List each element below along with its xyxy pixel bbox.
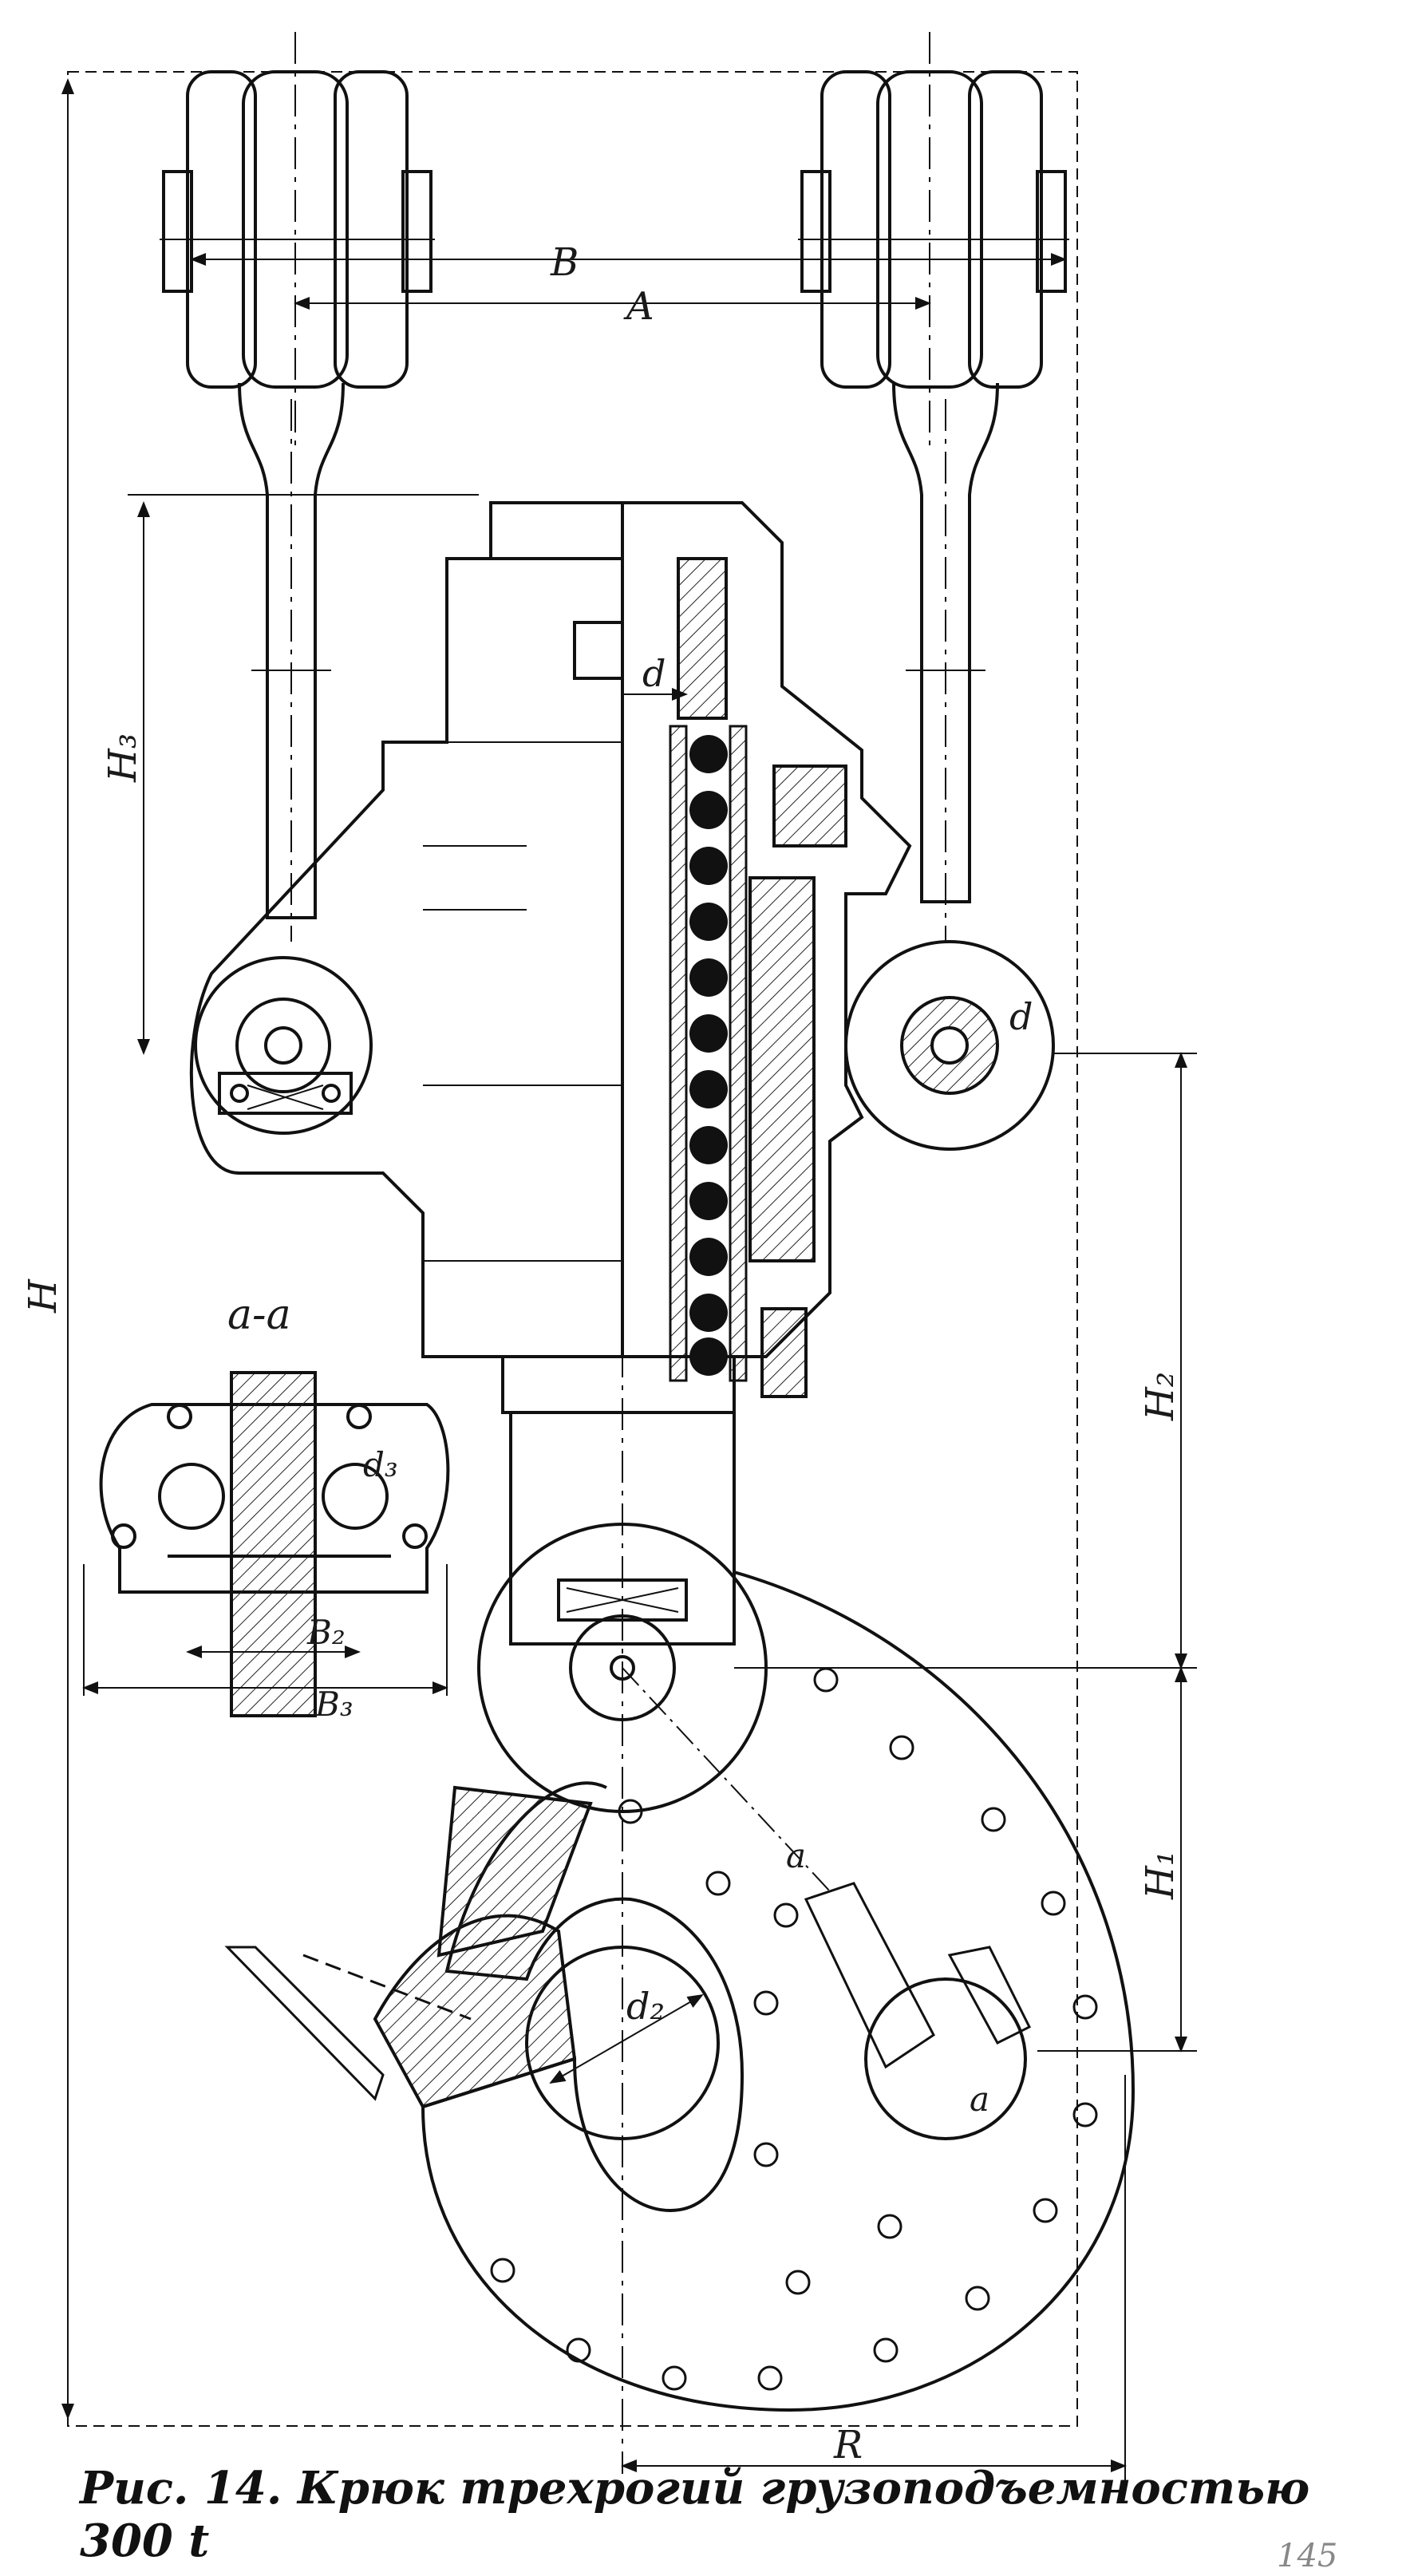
outer-frame xyxy=(67,71,1078,2427)
label-a-lower: a xyxy=(970,2080,989,2119)
right-suspension-rod xyxy=(892,382,999,942)
left-suspension-rod xyxy=(238,382,345,942)
label-H3: H₃ xyxy=(101,733,145,783)
label-B: B xyxy=(550,240,579,285)
label-B3: B₃ xyxy=(314,1685,354,1724)
label-H2: H₂ xyxy=(1138,1372,1183,1421)
hook-body-housing xyxy=(189,501,624,1358)
hook-plate xyxy=(373,1570,1136,2412)
label-a-upper: a xyxy=(786,1836,806,1875)
right-pin-lug xyxy=(844,940,1055,1151)
hook-body-section xyxy=(622,501,912,1398)
hook-plate-bolt-holes xyxy=(490,1667,1098,2391)
label-R: R xyxy=(833,2423,863,2467)
bearing-race xyxy=(669,725,748,1382)
label-B2: B₂ xyxy=(306,1613,346,1652)
label-H1: H₁ xyxy=(1138,1851,1183,1900)
dimension-lines xyxy=(61,78,1197,2482)
thrust-bearing-balls xyxy=(689,735,728,1376)
left-sheave-assembly xyxy=(160,32,435,447)
label-H: H xyxy=(21,1278,65,1314)
label-d3: d₃ xyxy=(363,1445,398,1484)
label-d-right: d xyxy=(1009,995,1033,1038)
label-d-top: d xyxy=(642,652,666,695)
page-mark: 145 xyxy=(1277,2538,1338,2574)
label-d2: d₂ xyxy=(626,1985,665,2028)
label-A: A xyxy=(623,284,654,329)
label-section-a-a: a-a xyxy=(227,1291,291,1339)
section-a-a-inset xyxy=(99,1371,450,1717)
figure-caption: Рис. 14. Крюк трехрогий грузоподъемность… xyxy=(80,2462,1310,2567)
release-handle xyxy=(224,1946,472,2101)
right-sheave-assembly xyxy=(798,32,1069,447)
latch-mechanism xyxy=(622,1667,1032,2069)
left-pin-lug xyxy=(194,956,373,1135)
